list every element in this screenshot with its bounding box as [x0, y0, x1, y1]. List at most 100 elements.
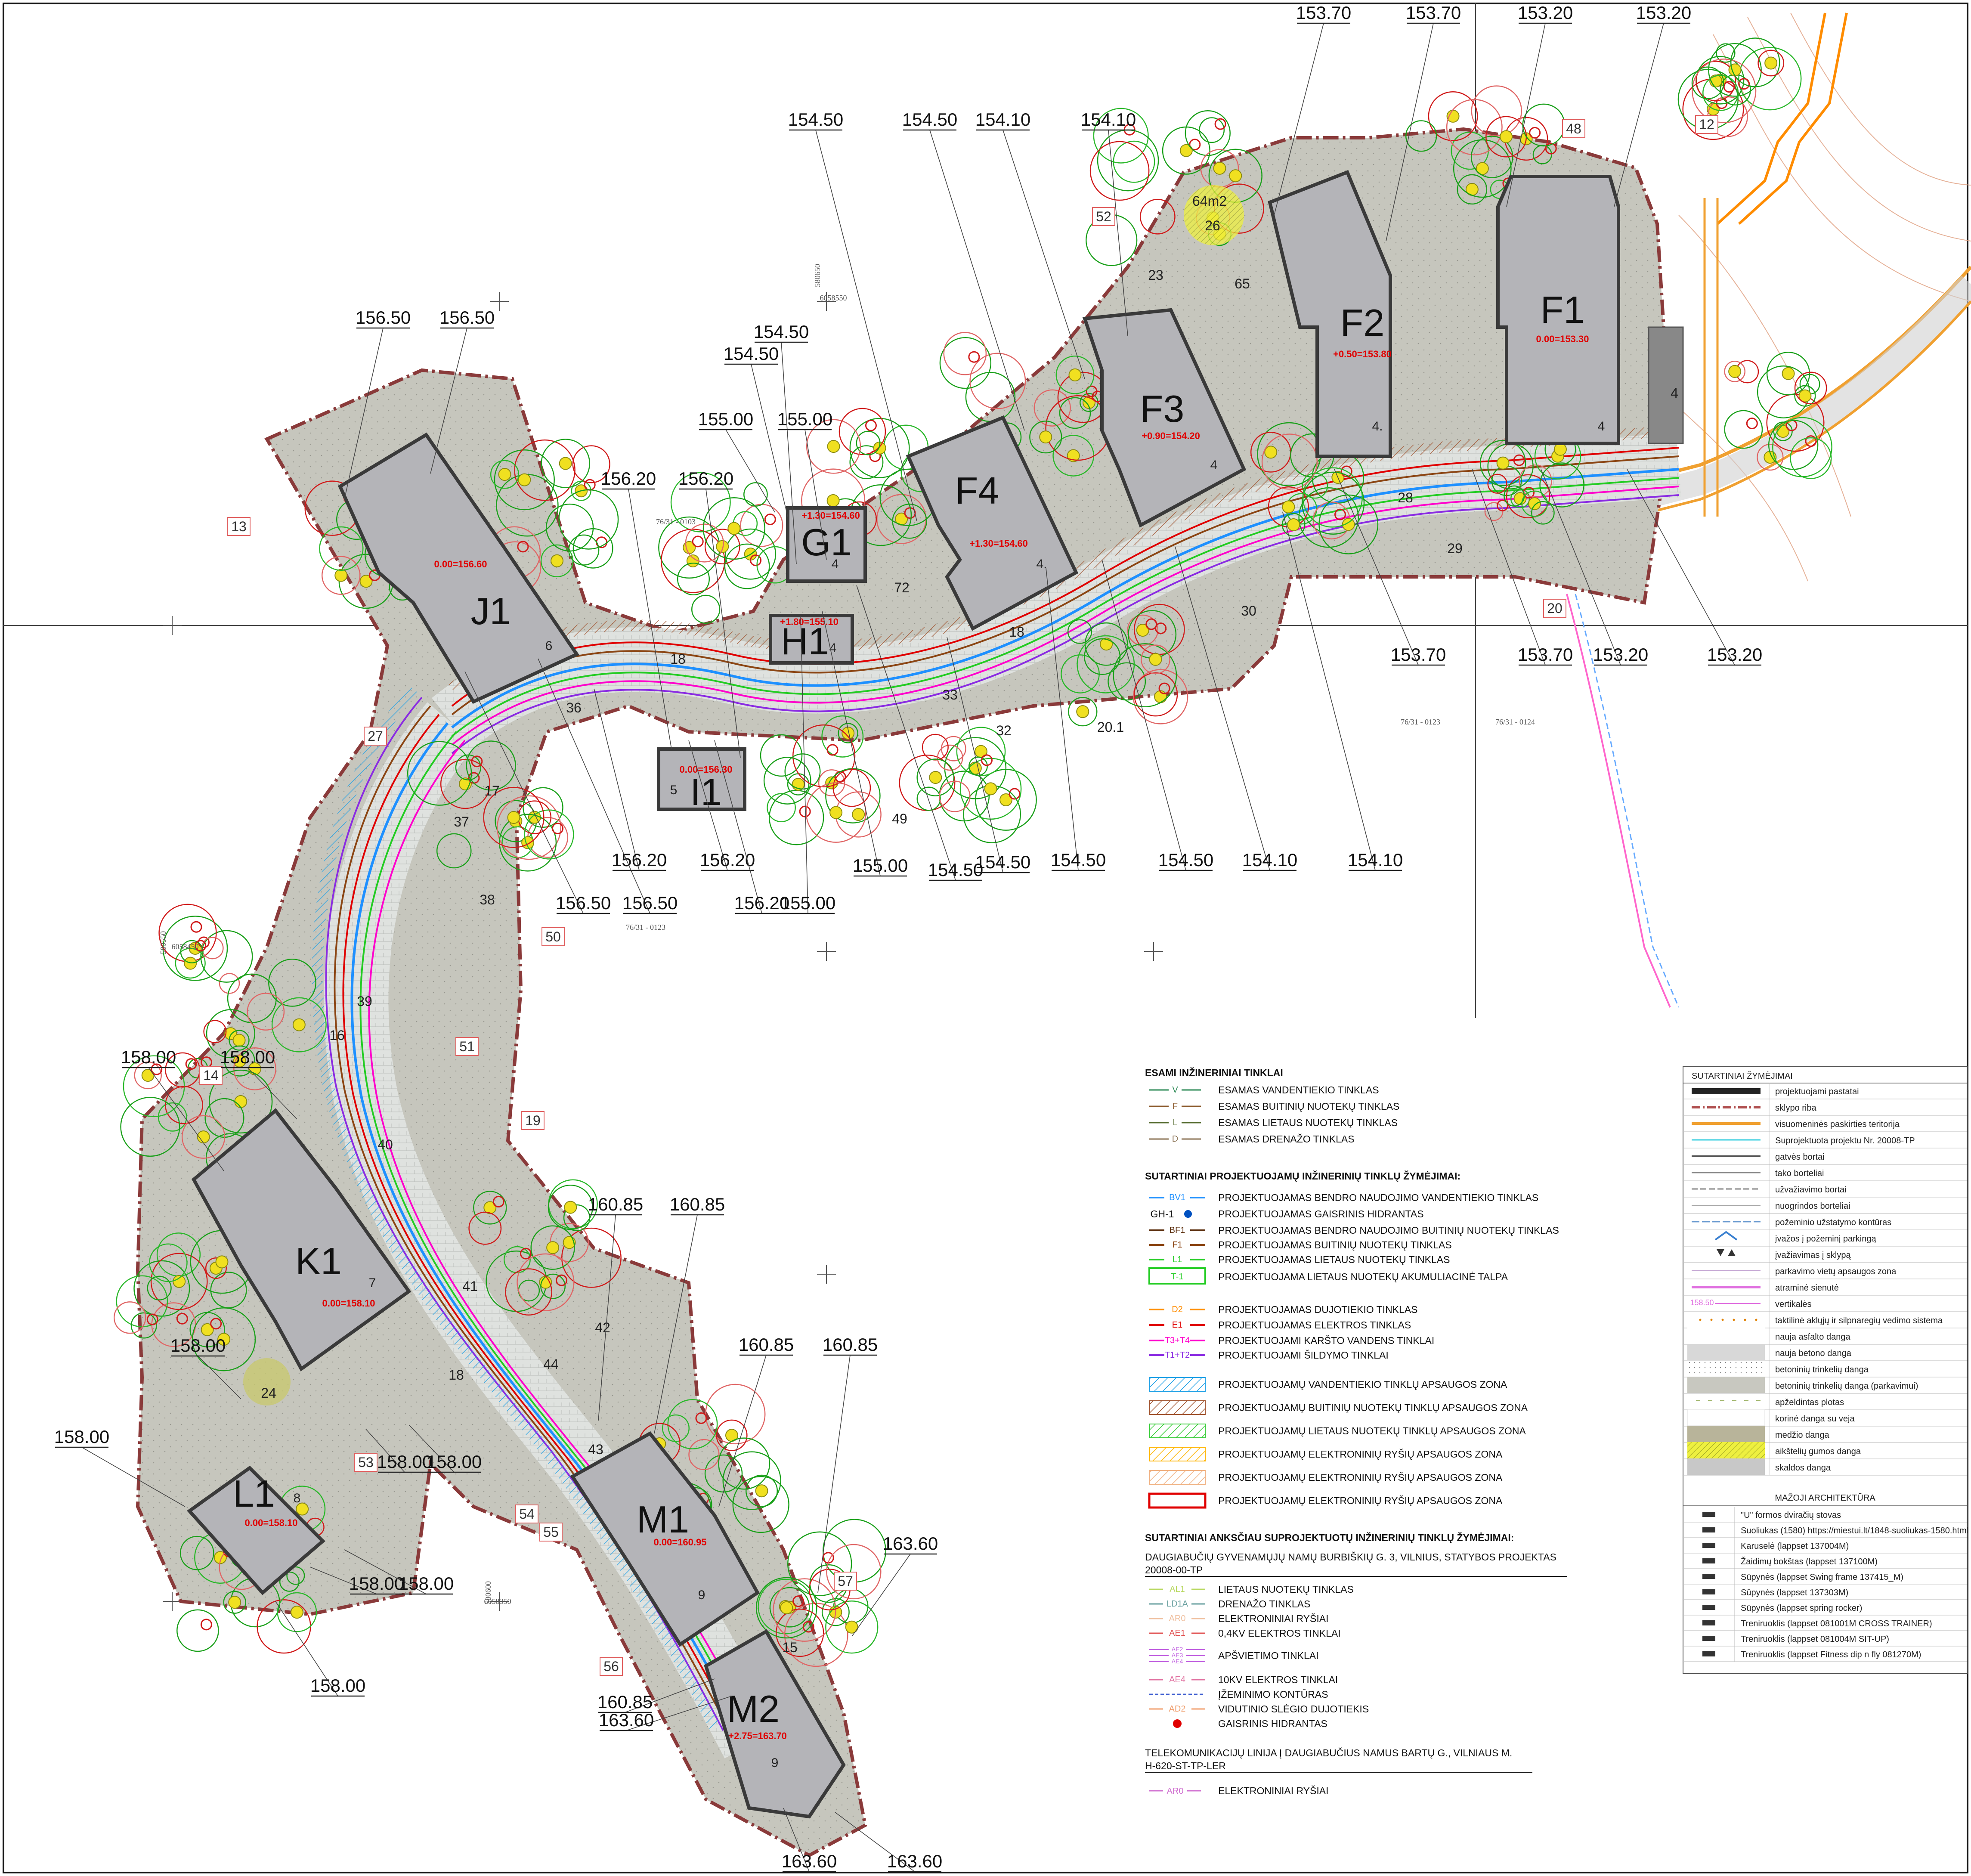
plain-tag: 18	[670, 651, 686, 667]
parcel-label: 6058350	[484, 1597, 511, 1606]
convention-label: apželdintas plotas	[1775, 1398, 1844, 1407]
convention-label: įvažiavimas į sklypą	[1775, 1251, 1851, 1260]
callout-leader	[1386, 23, 1434, 241]
tree-crown-outline	[505, 1268, 552, 1316]
tree-crown-outline	[134, 1061, 162, 1090]
tree-crown-outline	[1724, 410, 1763, 449]
tree-trunk-marker	[224, 1027, 237, 1040]
legend-projected-code: F1	[1172, 1240, 1182, 1250]
legend-existing-code: D	[1172, 1134, 1178, 1144]
callout-leader	[275, 1601, 338, 1696]
playground-area-24	[243, 1358, 291, 1405]
tree-crown-outline	[849, 445, 884, 480]
tree-crown-outline	[969, 353, 1026, 409]
plain-tag: 28	[1398, 490, 1413, 505]
tree-trunk-marker	[292, 1018, 306, 1031]
tree-removal-marker	[750, 554, 762, 567]
tree-removal-marker	[517, 541, 529, 553]
convention-label: betoninių trinkelių danga (parkavimui)	[1775, 1381, 1918, 1391]
tree-removal-marker	[1805, 435, 1817, 447]
elevation-callout: 154.50	[724, 344, 779, 364]
elevation-callout: 160.85	[823, 1334, 878, 1355]
callout-leader	[654, 1214, 698, 1434]
elevation-callout: 154.10	[1081, 109, 1136, 130]
building-l1	[187, 1465, 325, 1595]
legend-projected-title: SUTARTINIAI PROJEKTUOJAMŲ INŽINERINIŲ TI…	[1145, 1170, 1460, 1182]
convention-label: medžio danga	[1775, 1430, 1830, 1440]
callout-leader	[1175, 546, 1270, 871]
tree-crown-outline	[956, 727, 1006, 777]
tree-crown-outline	[939, 337, 992, 389]
tree-trunk-marker	[1496, 456, 1510, 470]
tree-removal-marker	[1497, 499, 1509, 511]
building-label-f1: F1	[1541, 288, 1585, 331]
legend-projected-code: T1+T2	[1165, 1350, 1190, 1360]
convention-label: įvažos į požeminį parkingą	[1775, 1234, 1876, 1244]
callout-leader	[688, 740, 728, 871]
tree-trunk-marker	[563, 1236, 576, 1249]
tree-trunk-marker	[296, 1502, 309, 1516]
convention-label: sklypo riba	[1775, 1103, 1816, 1113]
tree-crown-outline	[1141, 644, 1170, 675]
plain-tag: 16	[329, 1028, 345, 1043]
tree-crown-outline	[825, 1600, 879, 1654]
tree-trunk-marker	[334, 569, 348, 582]
plain-tag: 15	[782, 1640, 798, 1655]
legend-telecom-code: AR0	[1167, 1786, 1184, 1796]
plain-tag: 24	[261, 1385, 276, 1401]
tree-removal-marker	[210, 1318, 222, 1330]
tree-crown-outline	[227, 973, 277, 1023]
elevation-callout: 158.00	[310, 1675, 365, 1696]
legend-projected-label: PROJEKTUOJAMAS ELEKTROS TINKLAS	[1218, 1319, 1411, 1331]
boxed-tag-frame	[364, 727, 387, 746]
legend-projected-code: BV1	[1169, 1193, 1185, 1202]
tree-removal-marker	[185, 1058, 197, 1070]
plain-tag: 18	[1009, 624, 1024, 640]
elevation-callout: 154.10	[1348, 850, 1403, 870]
tree-crown-outline	[209, 1069, 273, 1134]
tree-crown-outline	[1132, 669, 1188, 724]
parking-block	[1648, 326, 1684, 444]
legend-prior-label: VIDUTINIO SLĖGIO DUJOTIEKIS	[1218, 1703, 1369, 1715]
tree-crown-outline	[892, 504, 927, 539]
tree-crown-outline	[473, 1191, 507, 1225]
tree-crown-outline	[1139, 198, 1176, 235]
tree-trunk-marker	[234, 1095, 248, 1108]
legend-projected-label: PROJEKTUOJAMAS BENDRO NAUDOJIMO BUITINIŲ…	[1218, 1225, 1559, 1236]
plain-tag: 17	[484, 783, 500, 799]
elevation-callout: 158.00	[399, 1573, 454, 1594]
legend-projected-code: GH-1	[1151, 1208, 1174, 1220]
building-f2	[1268, 170, 1392, 458]
convention-label: visuomeninės paskirties teritorija	[1775, 1120, 1900, 1129]
tree-removal-marker	[1513, 454, 1525, 466]
tree-crown-outline	[755, 1577, 817, 1639]
elevation-callout: 154.50	[975, 852, 1030, 872]
tree-crown-outline	[939, 780, 971, 812]
tree-crown-outline	[1199, 117, 1225, 143]
tree-crown-outline	[455, 754, 481, 780]
tree-trunk-marker	[1213, 161, 1226, 175]
small-architecture-item: Sūpynės (lappset spring rocker)	[1741, 1604, 1862, 1613]
elevation-callout: 155.00	[698, 409, 753, 429]
boxed-tag: 19	[525, 1113, 541, 1128]
tree-crown-outline	[523, 787, 563, 828]
tree-crown-outline	[773, 1578, 836, 1642]
elevation-callout: 163.60	[883, 1533, 938, 1554]
building-floors-f3: 4	[1210, 458, 1218, 472]
callout-leader	[725, 429, 775, 513]
callout-leader	[1627, 469, 1735, 666]
tree-trunk-marker	[507, 811, 520, 824]
building-label-l1: L1	[233, 1472, 275, 1515]
legend-existing-label: ESAMAS VANDENTIEKIO TINKLAS	[1218, 1084, 1379, 1096]
elevation-callout: 156.20	[678, 468, 733, 489]
building-label-m2: M2	[727, 1687, 780, 1730]
tree-crown-outline	[724, 543, 770, 589]
legend-existing-code: F	[1173, 1102, 1178, 1111]
elevation-callout: 154.50	[1158, 850, 1213, 870]
tree-crown-outline	[120, 1096, 180, 1157]
building-floors-m1: 9	[698, 1588, 705, 1602]
building-level-m1: 0.00=160.95	[654, 1537, 707, 1548]
plain-tag: 37	[454, 814, 469, 830]
tree-crown-outline	[722, 1451, 781, 1510]
